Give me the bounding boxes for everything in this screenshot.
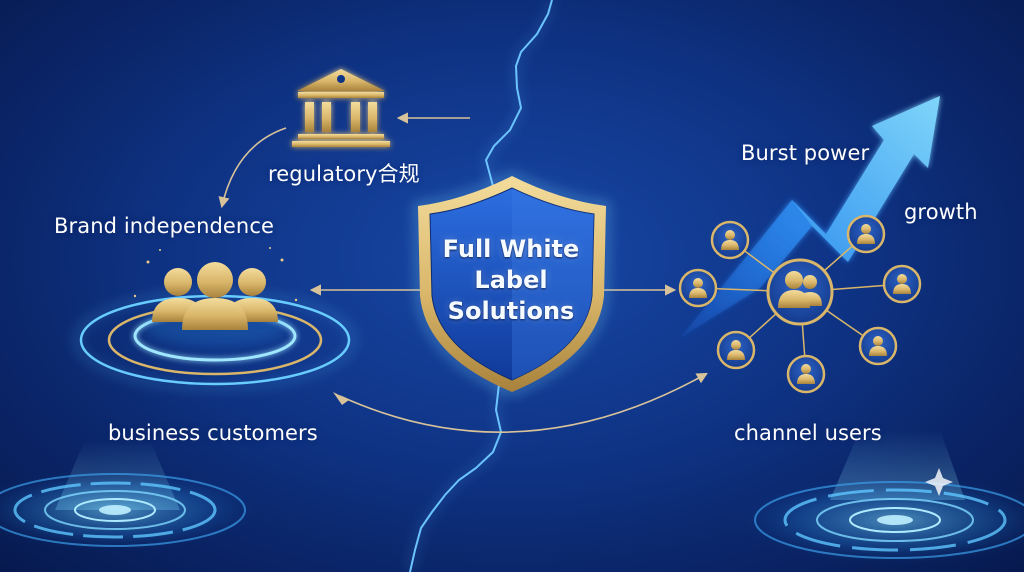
channel-network	[678, 214, 922, 394]
user-icon	[716, 330, 756, 370]
trend-arrow-icon	[680, 96, 940, 338]
user-icon	[882, 264, 922, 304]
people-group-icon	[152, 262, 278, 330]
business-customers-label: business customers	[108, 421, 318, 445]
user-icon	[678, 268, 718, 308]
brand-independence-label: Brand independence	[54, 214, 275, 238]
center-shield	[413, 171, 611, 397]
growth-label: growth	[904, 200, 978, 224]
shield-title: Full White Label Solutions	[430, 234, 592, 327]
user-icon	[858, 326, 898, 366]
business-customers-hub	[74, 247, 356, 390]
platform-right	[730, 430, 1024, 566]
user-icon	[786, 354, 826, 394]
sparkle-icon	[925, 468, 953, 496]
arrow-head-business	[333, 392, 349, 405]
user-pair-icon	[766, 258, 834, 326]
arrow-regulatory-to-brand	[218, 127, 287, 209]
platform-left	[0, 440, 265, 552]
channel-users-label: channel users	[734, 421, 882, 445]
arrow-business-to-channel	[339, 372, 708, 433]
regulatory-label: regulatory合规	[268, 162, 420, 186]
shield-title-line-2: Label	[474, 266, 548, 294]
user-icon	[710, 220, 750, 260]
shield-title-line-1: Full White	[442, 235, 580, 263]
connectors	[218, 112, 708, 433]
shield-title-line-3: Solutions	[447, 297, 575, 325]
bank-building-icon	[292, 69, 390, 147]
burst-power-label: Burst power	[741, 141, 870, 165]
user-icon	[846, 214, 886, 254]
